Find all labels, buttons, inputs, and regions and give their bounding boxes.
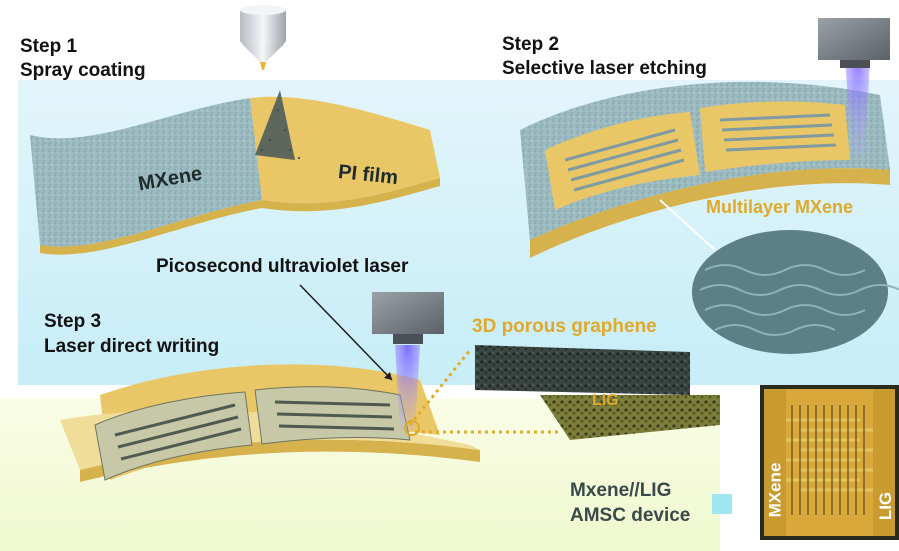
step3-title: Laser direct writing: [44, 336, 220, 357]
electrode-fingers-step3: [114, 400, 395, 461]
step3-number: Step 3: [44, 311, 102, 332]
step1-number: Step 1: [20, 36, 78, 57]
step2-number: Step 2: [502, 34, 560, 55]
spray-cloud: [255, 90, 295, 160]
step1-title: Spray coating: [20, 60, 146, 81]
device-label-line1: Mxene//LIG: [570, 480, 672, 501]
multilayer-mxene-label: Multilayer MXene: [706, 197, 854, 217]
laser-beam-step2: [845, 60, 870, 155]
lig-tag: LIG: [592, 392, 619, 409]
step2-title: Selective laser etching: [502, 58, 707, 79]
laser-head-icon-step2: [818, 18, 890, 68]
laser-beam-step3: [395, 345, 420, 430]
step2-illustration: [520, 60, 890, 258]
porous-graphene-label: 3D porous graphene: [472, 316, 657, 337]
mxene-film: [30, 98, 262, 247]
photo-right-label: LIG: [876, 491, 896, 521]
photo-left-label: MXene: [765, 462, 785, 518]
picosecond-laser-label: Picosecond ultraviolet laser: [156, 256, 409, 277]
porous-graphene-block: [475, 345, 720, 440]
laser-head-icon-step3: [372, 292, 444, 344]
zoom-callout-lines: [408, 349, 560, 434]
laser-pointer-arrow: [299, 284, 393, 381]
device-label-line2: AMSC device: [570, 505, 691, 526]
electrode-fingers-step2: [564, 113, 837, 192]
step3-illustration: [60, 345, 480, 482]
step1-illustration: [30, 90, 440, 255]
spray-nozzle-icon: [240, 5, 286, 70]
device-photo: [760, 385, 899, 540]
color-swatch: [712, 494, 732, 514]
multilayer-mxene-inset: [692, 230, 888, 354]
